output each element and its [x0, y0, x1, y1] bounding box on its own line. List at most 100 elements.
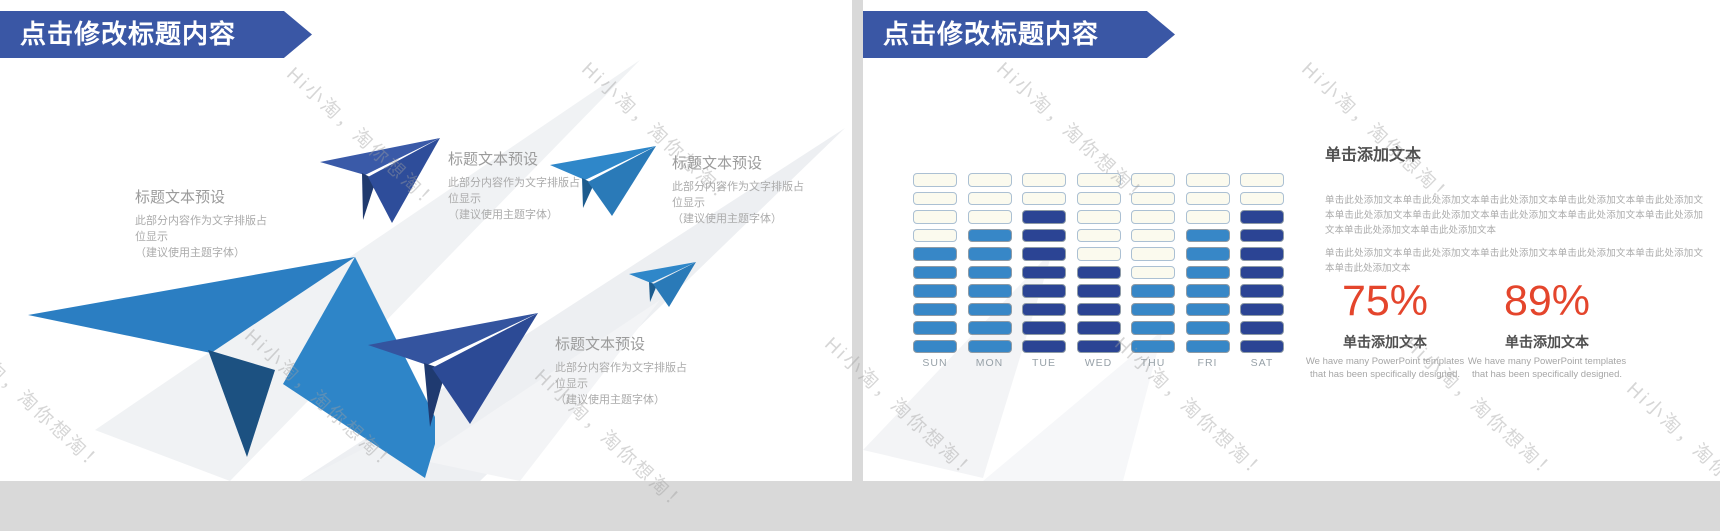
- chart-cell: [967, 339, 1012, 353]
- chart-cell: [1185, 247, 1230, 261]
- paper-plane-navy-bottom-icon: [368, 313, 538, 427]
- chart-cell: [967, 228, 1012, 242]
- chart-cell: [913, 210, 957, 224]
- chart-cell: [1076, 339, 1121, 353]
- chart-cell: [913, 321, 957, 335]
- callout-block-1[interactable]: 标题文本预设 此部分内容作为文字排版占 位显示 （建议使用主题字体）: [135, 186, 295, 261]
- chart-cell: [1240, 191, 1284, 205]
- chart-cell: [1076, 302, 1121, 316]
- chart-cell: [1131, 173, 1175, 187]
- chart-cell: [1022, 265, 1066, 279]
- chart-cell: [1185, 228, 1230, 242]
- chart-cell: [1131, 210, 1175, 224]
- chart-cell: [1185, 210, 1230, 224]
- chart-cell: [1240, 173, 1284, 187]
- chart-cell: [1131, 302, 1175, 316]
- chart-cell: [1022, 228, 1066, 242]
- chart-cell: [1131, 339, 1175, 353]
- panel-heading: 单击添加文本: [1325, 147, 1422, 164]
- waffle-grid: [913, 173, 1284, 353]
- paper-plane-large-icon: [28, 257, 435, 478]
- text-panel[interactable]: 单击添加文本 单击此处添加文本单击此处添加文本单击此处添加文本单击此处添加文本单…: [1325, 141, 1703, 284]
- stat-percentage: 89%: [1503, 277, 1591, 325]
- chart-cell: [967, 302, 1012, 316]
- chart-cell: [1076, 228, 1121, 242]
- chart-cell: [1240, 321, 1284, 335]
- chart-cell: [913, 228, 957, 242]
- chart-cell: [1131, 265, 1175, 279]
- panel-paragraph-2: 单击此处添加文本单击此处添加文本单击此处添加文本单击此处添加文本单击此处添加文本…: [1325, 248, 1703, 274]
- slide-title-banner[interactable]: 点击修改标题内容: [863, 11, 1175, 58]
- stat-block-1[interactable]: 75% 单击添加文本 We have many PowerPoint templ…: [1295, 278, 1475, 381]
- callout-block-2[interactable]: 标题文本预设 此部分内容作为文字排版占 位显示 （建议使用主题字体）: [448, 148, 618, 223]
- chart-cell: [913, 284, 957, 298]
- chart-cell: [1185, 284, 1230, 298]
- day-label: FRI: [1197, 357, 1218, 369]
- slide-title-banner[interactable]: 点击修改标题内容: [0, 11, 312, 58]
- chart-cell: [1240, 210, 1284, 224]
- chart-cell: [1076, 210, 1121, 224]
- callout-body: 此部分内容作为文字排版占 位显示 （建议使用主题字体）: [555, 362, 687, 406]
- stats-row: 75% 单击添加文本 We have many PowerPoint templ…: [1295, 278, 1655, 381]
- chart-cell: [1022, 247, 1066, 261]
- callout-block-3[interactable]: 标题文本预设 此部分内容作为文字排版占 位显示 （建议使用主题字体）: [672, 152, 832, 227]
- chart-cell: [1076, 321, 1121, 335]
- chart-cell: [967, 265, 1012, 279]
- paper-plane-navy-top-icon: [320, 138, 440, 223]
- day-label: TUE: [1032, 357, 1056, 369]
- stat-percentage: 75%: [1341, 277, 1429, 325]
- chart-cell: [1240, 284, 1284, 298]
- chart-cell: [1131, 228, 1175, 242]
- chart-cell: [1022, 339, 1066, 353]
- stat-label: 单击添加文本: [1505, 334, 1589, 350]
- panel-paragraph-1: 单击此处添加文本单击此处添加文本单击此处添加文本单击此处添加文本单击此处添加文本…: [1325, 195, 1703, 236]
- chart-cell: [1076, 265, 1121, 279]
- chart-cell: [1022, 302, 1066, 316]
- chart-cell: [1076, 191, 1121, 205]
- chart-cell: [1076, 173, 1121, 187]
- chart-cell: [1022, 210, 1066, 224]
- chart-cell: [1185, 173, 1230, 187]
- callout-title: 标题文本预设: [135, 189, 226, 206]
- chart-cell: [913, 191, 957, 205]
- chart-cell: [1240, 247, 1284, 261]
- chart-cell: [1076, 284, 1121, 298]
- chart-cell: [1131, 321, 1175, 335]
- callout-block-4[interactable]: 标题文本预设 此部分内容作为文字排版占 位显示 （建议使用主题字体）: [555, 333, 725, 408]
- day-label: MON: [975, 357, 1004, 369]
- day-label: WED: [1084, 357, 1113, 369]
- stat-description: We have many PowerPoint templates that h…: [1305, 356, 1465, 380]
- chart-cell: [1185, 191, 1230, 205]
- stat-description: We have many PowerPoint templates that h…: [1467, 356, 1627, 380]
- chart-cell: [967, 191, 1012, 205]
- chart-cell: [913, 339, 957, 353]
- callout-body: 此部分内容作为文字排版占 位显示 （建议使用主题字体）: [448, 177, 580, 221]
- chart-cell: [1022, 191, 1066, 205]
- chart-cell: [1022, 173, 1066, 187]
- chart-cell: [967, 210, 1012, 224]
- chart-cell: [1131, 247, 1175, 261]
- stat-block-2[interactable]: 89% 单击添加文本 We have many PowerPoint templ…: [1457, 278, 1637, 381]
- chart-cell: [1185, 321, 1230, 335]
- chart-cell: [913, 265, 957, 279]
- chart-cell: [1022, 284, 1066, 298]
- callout-title: 标题文本预设: [448, 151, 539, 168]
- paper-plane-small-icon: [629, 262, 696, 307]
- chart-cell: [1185, 265, 1230, 279]
- chart-cell: [1185, 302, 1230, 316]
- chart-cell: [913, 247, 957, 261]
- chart-cell: [1131, 284, 1175, 298]
- chart-cell: [1022, 321, 1066, 335]
- chart-cell: [1076, 247, 1121, 261]
- callout-title: 标题文本预设: [672, 155, 763, 172]
- callout-body: 此部分内容作为文字排版占 位显示 （建议使用主题字体）: [672, 181, 804, 225]
- chart-cell: [1131, 191, 1175, 205]
- chart-cell: [967, 173, 1012, 187]
- chart-cell: [967, 321, 1012, 335]
- paper-plane-lightblue-icon: [550, 146, 656, 216]
- chart-cell: [1240, 228, 1284, 242]
- chart-cell: [967, 247, 1012, 261]
- slide-left: 点击修改标题内容 标题文本预设 此部分内容作为文字排版占 位显示 （建议使用主题…: [0, 0, 852, 481]
